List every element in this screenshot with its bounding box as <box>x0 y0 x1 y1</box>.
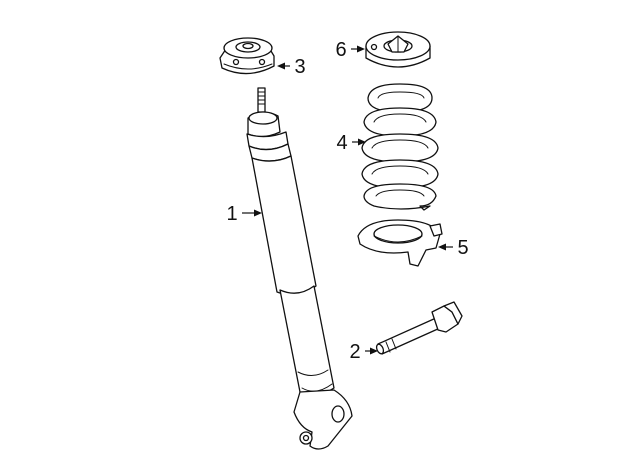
callout-5: 5 <box>438 237 469 259</box>
callout-1-label: 1 <box>226 203 237 225</box>
coil-spring <box>361 83 439 211</box>
callout-2: 2 <box>349 341 378 363</box>
callout-3-label: 3 <box>294 56 305 78</box>
callout-5-label: 5 <box>457 237 468 259</box>
callout-4-label: 4 <box>336 132 347 154</box>
callout-4: 4 <box>336 132 366 154</box>
upper-mount <box>219 37 275 75</box>
shock-absorber <box>246 87 353 450</box>
callout-6: 6 <box>335 39 365 61</box>
callout-6-label: 6 <box>335 39 346 61</box>
callout-3: 3 <box>277 56 306 78</box>
upper-insulator <box>365 31 431 68</box>
callout-2-label: 2 <box>349 341 360 363</box>
lower-insulator <box>357 219 443 267</box>
callout-1: 1 <box>226 203 262 225</box>
bolt <box>375 301 463 355</box>
